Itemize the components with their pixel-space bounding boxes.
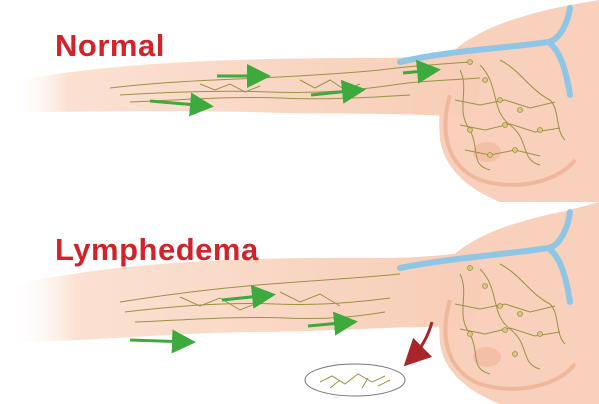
lymphedema-panel: Lymphedema [0,202,599,404]
normal-label: Normal [55,30,165,61]
normal-panel: Normal [0,0,599,202]
removal-arrow [410,322,432,360]
lymphedema-label: Lymphedema [55,234,259,265]
